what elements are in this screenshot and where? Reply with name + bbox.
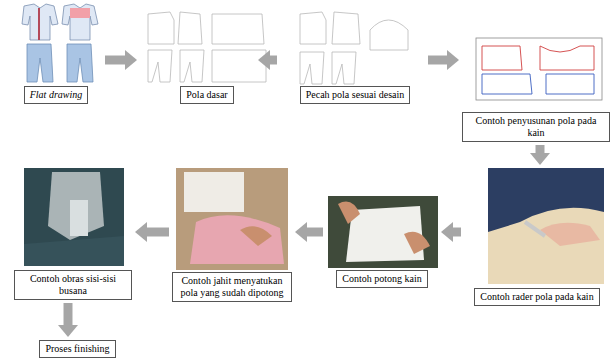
blue-pattern-outline xyxy=(546,74,594,94)
photo-sewing xyxy=(176,168,288,270)
step-caption: Contoh rader pola pada kain xyxy=(474,288,599,306)
step-caption: Contoh obras sisi-sisi busana xyxy=(14,270,132,300)
pants-front xyxy=(27,44,53,82)
photo-rader xyxy=(488,168,604,284)
photo-overlock xyxy=(24,168,124,266)
flow-arrow xyxy=(307,228,323,237)
fabric xyxy=(24,236,124,266)
process-step: Pecah pola sesuai desain xyxy=(285,8,425,104)
pattern-piece xyxy=(148,12,174,44)
step-caption: Contoh potong kain xyxy=(336,270,427,288)
step-caption: Contoh jahit menyatukan pola yang sudah … xyxy=(172,272,292,302)
flow-arrow xyxy=(147,228,169,237)
flow-arrow xyxy=(453,228,461,237)
process-step: Contoh potong kain xyxy=(326,196,438,288)
step-caption: Contoh penyusunan pola pada kain xyxy=(462,112,610,142)
split-pattern-pieces xyxy=(300,12,408,84)
flow-arrow xyxy=(105,56,125,65)
flow-arrow xyxy=(270,56,277,65)
tracing-wheel xyxy=(525,222,545,236)
process-step: Pola dasar xyxy=(140,8,274,104)
flow-arrow xyxy=(64,303,73,325)
sewing-machine xyxy=(184,172,244,212)
pink-fabric xyxy=(190,215,284,264)
shirt-front xyxy=(22,4,58,40)
process-step: Proses finishing xyxy=(30,340,125,358)
process-step: Contoh jahit menyatukan pola yang sudah … xyxy=(172,168,292,302)
hand xyxy=(338,202,360,224)
pattern-piece xyxy=(332,52,356,84)
hand xyxy=(404,232,430,254)
hand xyxy=(540,223,600,246)
pattern-piece xyxy=(212,50,266,82)
blue-pattern-outline xyxy=(482,74,532,94)
step-caption: Flat drawing xyxy=(24,86,89,104)
flow-arrow xyxy=(536,145,545,153)
shirt-back xyxy=(62,4,98,40)
dark-fabric xyxy=(488,168,604,232)
red-pattern-outline xyxy=(482,46,522,70)
pattern-piece xyxy=(180,50,204,82)
sleeve-piece xyxy=(370,20,408,50)
process-step: Flat drawing xyxy=(10,2,102,104)
process-step: Contoh obras sisi-sisi busana xyxy=(14,168,132,300)
pattern-piece xyxy=(332,12,360,44)
overlock-machine xyxy=(48,172,104,240)
photo-cutting xyxy=(328,196,438,268)
process-step: Contoh penyusunan pola pada kain xyxy=(462,30,610,142)
step-caption: Proses finishing xyxy=(39,340,115,358)
step-caption: Pola dasar xyxy=(180,86,233,104)
process-step: Contoh rader pola pada kain xyxy=(464,168,610,306)
flow-arrow xyxy=(428,56,447,65)
red-pattern-outline xyxy=(540,46,594,70)
pattern-piece xyxy=(300,12,326,44)
shirt-yoke xyxy=(70,8,90,18)
shirt-placket xyxy=(38,8,40,40)
pattern-piece xyxy=(212,14,264,44)
hand xyxy=(240,226,272,246)
pattern-piece xyxy=(300,52,324,84)
pattern-piece xyxy=(148,50,172,82)
pattern-piece xyxy=(178,12,202,44)
presser-foot xyxy=(70,200,88,236)
basic-pattern-pieces xyxy=(148,12,266,82)
fabric-sheet xyxy=(476,38,602,100)
pants-back xyxy=(67,44,93,82)
step-caption: Pecah pola sesuai desain xyxy=(300,86,411,104)
